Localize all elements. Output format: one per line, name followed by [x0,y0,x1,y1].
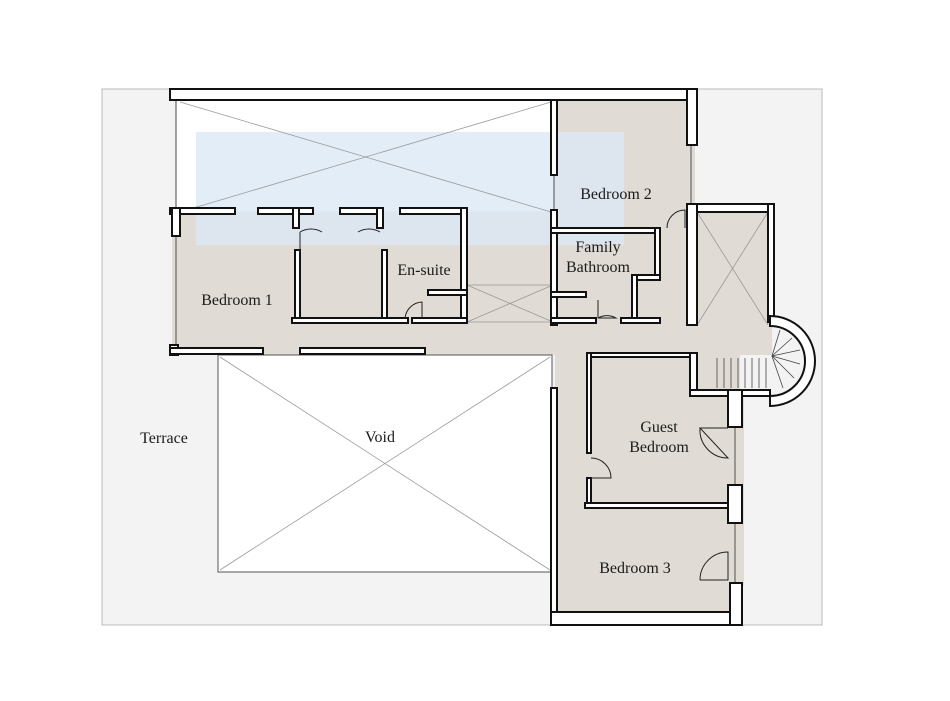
room-label-guest-bedroom: Guest [640,419,678,436]
staircase [716,329,801,389]
void-cross-lines [179,101,552,213]
room-label-family-bathroom-2: Bathroom [566,259,631,276]
room-label-guest-bedroom-2: Bedroom [629,439,689,456]
room-label-ensuite: En-suite [397,262,450,279]
area-label-terrace: Terrace [140,430,188,447]
walls [169,88,816,626]
room-label-bedroom3: Bedroom 3 [599,560,671,577]
room-label-bedroom1: Bedroom 1 [201,292,273,309]
door-swings [299,209,730,581]
area-label-void: Void [365,429,395,446]
void-area-cross [219,211,769,571]
room-label-family-bathroom: Family [575,239,620,256]
room-label-bedroom2: Bedroom 2 [580,186,652,203]
